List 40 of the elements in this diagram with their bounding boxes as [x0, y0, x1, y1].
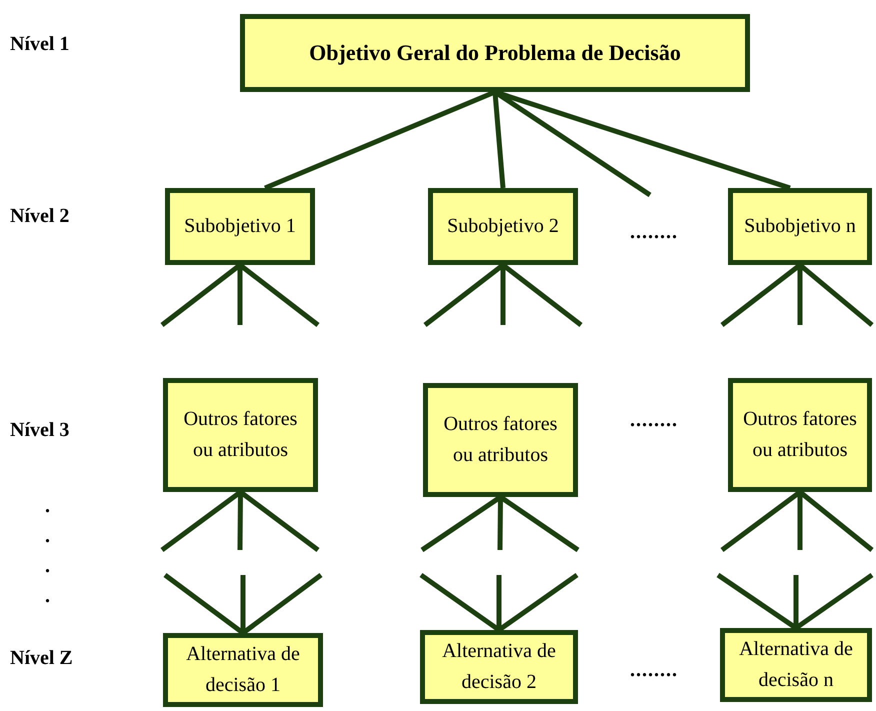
box-text: Outros fatores ou atributos	[742, 407, 858, 463]
connector-line	[798, 492, 802, 550]
level-box	[728, 188, 872, 265]
ellipsis-label: ........	[630, 660, 678, 680]
ellipsis-label: ........	[630, 410, 678, 430]
level-label: Nível Z	[10, 648, 73, 668]
level-label: Nível 3	[10, 420, 70, 440]
level-box	[420, 630, 578, 704]
level-box	[240, 14, 750, 92]
level-box	[428, 188, 578, 265]
box-text: Outros fatores ou atributos	[442, 412, 558, 468]
level-box	[163, 633, 323, 707]
box-text: Outros fatores ou atributos	[182, 407, 298, 463]
level-box	[728, 378, 872, 492]
connector-line	[240, 575, 246, 633]
box-text: Alternativa de decisão 2	[441, 639, 557, 695]
connector-line	[798, 265, 802, 325]
level-label: Nível 1	[10, 34, 70, 54]
level-box	[163, 378, 318, 492]
vertical-dot: .	[45, 496, 50, 516]
connector-line	[264, 90, 496, 190]
box-text: Alternativa de decisão n	[738, 637, 854, 693]
level-box	[165, 188, 315, 265]
ellipsis-label: ........	[630, 222, 678, 242]
box-text: Subobjetivo 1	[184, 214, 296, 239]
connector-line	[238, 265, 242, 325]
level-label: Nível 2	[10, 206, 70, 226]
vertical-dot: .	[45, 526, 50, 546]
box-text: Objetivo Geral do Problema de Decisão	[309, 39, 681, 67]
connector-line	[500, 265, 506, 325]
connector-line	[794, 575, 798, 628]
vertical-dot: .	[45, 556, 50, 576]
connector-line	[496, 575, 502, 630]
box-text: Subobjetivo 2	[447, 214, 559, 239]
vertical-dot: .	[45, 586, 50, 606]
level-box	[720, 628, 872, 702]
box-text: Alternativa de decisão 1	[185, 642, 301, 698]
box-text: Subobjetivo n	[744, 214, 856, 239]
connector-line	[492, 92, 506, 188]
level-box	[423, 383, 578, 497]
